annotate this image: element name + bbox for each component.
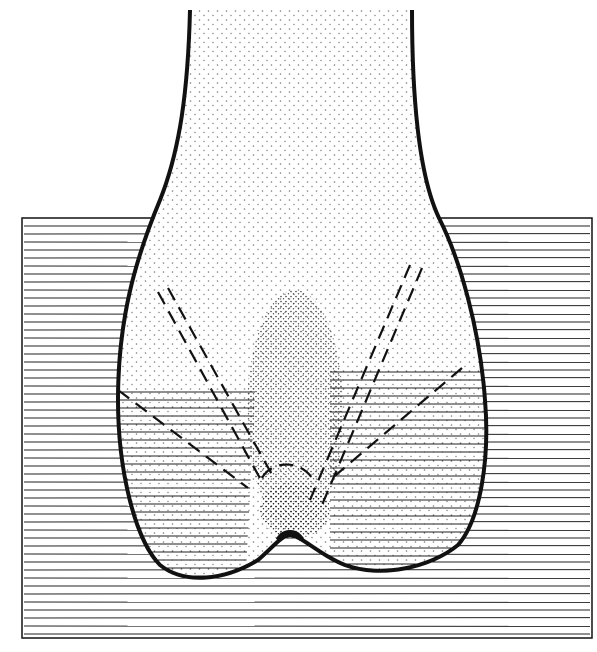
bone-stippling: [100, 0, 500, 600]
notch-stipple-region: [260, 482, 330, 538]
